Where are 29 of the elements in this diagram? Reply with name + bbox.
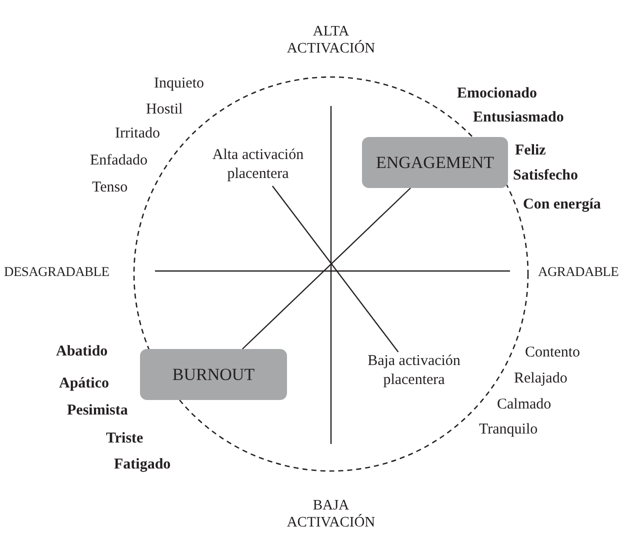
- axis-pole-label: AGRADABLE: [538, 264, 619, 280]
- emotion-word: Irritado: [115, 125, 160, 143]
- emotion-word: Feliz: [515, 142, 546, 160]
- emotion-word: Apático: [59, 375, 109, 393]
- emotion-word: Relajado: [514, 370, 568, 388]
- emotion-word: Tranquilo: [479, 421, 538, 439]
- emotion-word: Abatido: [56, 343, 108, 361]
- diagonal-line: [242, 188, 411, 350]
- quadrant-label: Alta activación placentera: [200, 144, 316, 186]
- axis-pole-label: ALTA ACTIVACIÓN: [286, 23, 376, 57]
- emotion-word: Satisfecho: [513, 167, 578, 185]
- quadrant-label: Baja activación placentera: [356, 352, 472, 390]
- emotion-word: Inquieto: [154, 75, 204, 93]
- emotion-word: Emocionado: [457, 85, 538, 103]
- diagonal-line: [272, 186, 399, 352]
- emotion-word: Enfadado: [90, 152, 148, 170]
- emotion-word: Pesimista: [67, 402, 128, 420]
- emotion-word: Triste: [106, 430, 144, 448]
- emotion-word: Contento: [525, 344, 580, 362]
- emotion-word: Tenso: [92, 179, 128, 197]
- emotion-word: Calmado: [497, 396, 552, 414]
- state-box: BURNOUT: [140, 349, 287, 400]
- emotion-word: Fatigado: [114, 456, 171, 474]
- axis-pole-label: BAJA ACTIVACIÓN: [286, 497, 376, 531]
- emotion-word: Con energía: [523, 196, 601, 214]
- emotion-word: Hostil: [146, 101, 183, 119]
- axis-pole-label: DESAGRADABLE: [4, 264, 110, 280]
- emotion-word: Entusiasmado: [473, 109, 564, 127]
- state-box: ENGAGEMENT: [362, 137, 508, 188]
